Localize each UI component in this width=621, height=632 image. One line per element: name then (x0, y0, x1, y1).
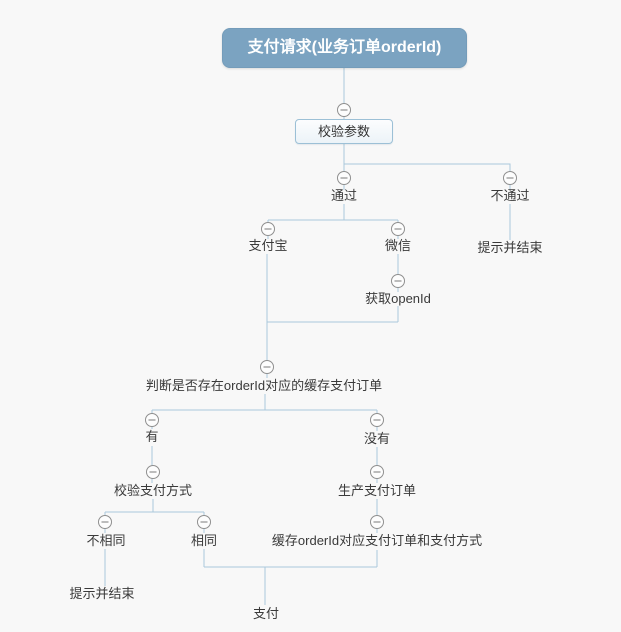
collapse-icon[interactable] (391, 274, 405, 288)
collapse-icon[interactable] (503, 171, 517, 185)
node-fail-end[interactable]: 提示并结束 (477, 239, 543, 255)
collapse-icon[interactable] (261, 222, 275, 236)
collapse-icon[interactable] (370, 515, 384, 529)
node-pay[interactable]: 支付 (252, 605, 280, 621)
collapse-icon[interactable] (391, 222, 405, 236)
node-validate-params[interactable]: 校验参数 (295, 119, 393, 144)
collapse-icon[interactable] (260, 360, 274, 374)
collapse-icon[interactable] (98, 515, 112, 529)
node-verify-pay-method[interactable]: 校验支付方式 (113, 482, 193, 498)
node-not-same[interactable]: 不相同 (86, 532, 126, 548)
collapse-icon[interactable] (337, 171, 351, 185)
node-create-pay-order[interactable]: 生产支付订单 (337, 482, 417, 498)
node-none[interactable]: 没有 (363, 430, 391, 446)
node-not-same-end[interactable]: 提示并结束 (69, 585, 135, 601)
node-alipay[interactable]: 支付宝 (248, 237, 288, 253)
node-wechat[interactable]: 微信 (384, 237, 412, 253)
connector-group (104, 68, 511, 605)
node-cache-order[interactable]: 缓存orderId对应支付订单和支付方式 (271, 532, 483, 548)
node-check-cache[interactable]: 判断是否存在orderId对应的缓存支付订单 (145, 377, 383, 393)
node-fail[interactable]: 不通过 (490, 187, 530, 203)
node-has[interactable]: 有 (145, 428, 159, 444)
collapse-icon[interactable] (370, 465, 384, 479)
collapse-icon[interactable] (370, 413, 384, 427)
collapse-icon[interactable] (197, 515, 211, 529)
node-payment-request[interactable]: 支付请求(业务订单orderId) (222, 28, 467, 68)
node-pass[interactable]: 通过 (330, 187, 358, 203)
collapse-icon[interactable] (145, 413, 159, 427)
collapse-icons-layer (98, 103, 517, 529)
node-get-openid[interactable]: 获取openId (365, 290, 431, 306)
collapse-icon[interactable] (337, 103, 351, 117)
node-same[interactable]: 相同 (190, 532, 218, 548)
collapse-icon[interactable] (146, 465, 160, 479)
